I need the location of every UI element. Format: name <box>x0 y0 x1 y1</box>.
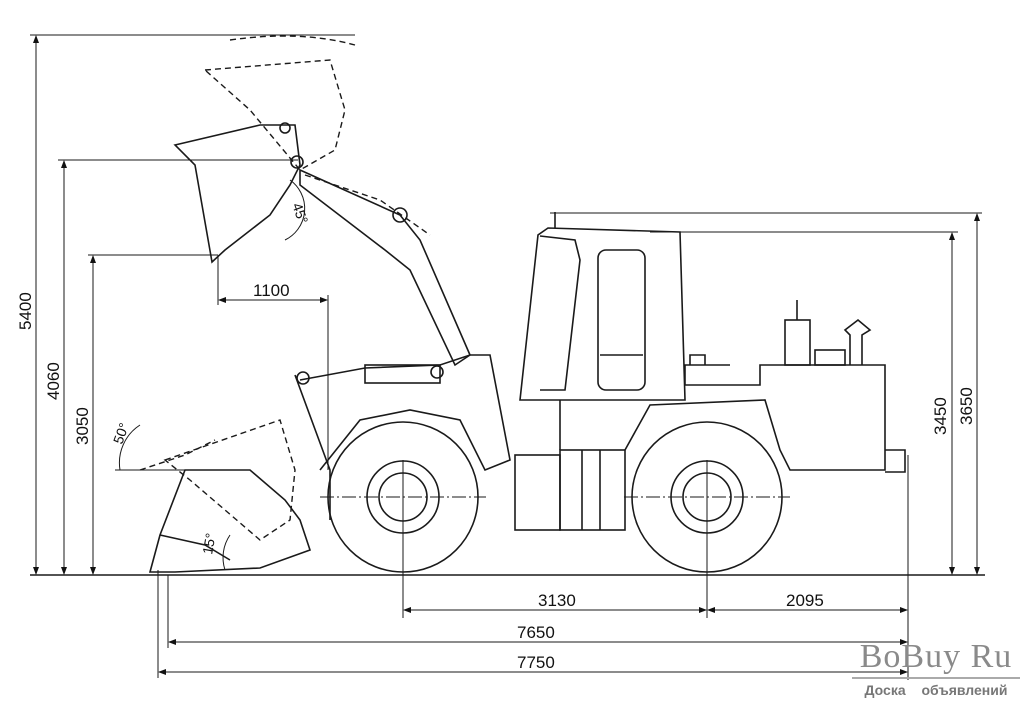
articulation-joint <box>514 449 626 531</box>
dim-4060: 4060 <box>44 362 63 400</box>
dim-7750: 7750 <box>517 653 555 672</box>
extension-lines <box>30 34 982 680</box>
lift-arm <box>299 168 472 367</box>
angle-arcs <box>118 179 306 571</box>
dimension-lines <box>33 35 980 675</box>
rear-body <box>559 300 906 473</box>
watermark-tagline: Доска объявлений <box>864 682 1008 698</box>
watermark-divider <box>852 677 1020 679</box>
watermark: BoBuy Ru Доска объявлений <box>848 640 1024 698</box>
lowered-bucket <box>139 419 312 573</box>
dim-3050: 3050 <box>73 407 92 445</box>
raised-bucket <box>173 35 356 264</box>
dim-3450: 3450 <box>931 397 950 435</box>
dim-3650: 3650 <box>957 387 976 425</box>
angle-50: 50° <box>110 421 132 446</box>
front-wheel <box>320 421 486 573</box>
dim-3130: 3130 <box>538 591 576 610</box>
dim-7650: 7650 <box>517 623 555 642</box>
dim-1100: 1100 <box>253 281 290 300</box>
dim-5400: 5400 <box>16 292 35 330</box>
dim-2095: 2095 <box>786 591 824 610</box>
cab <box>519 212 686 401</box>
angle-45: 45° <box>289 201 311 226</box>
rear-wheel <box>624 421 790 573</box>
front-frame <box>294 354 511 520</box>
watermark-brand: BoBuy Ru <box>859 638 1013 675</box>
